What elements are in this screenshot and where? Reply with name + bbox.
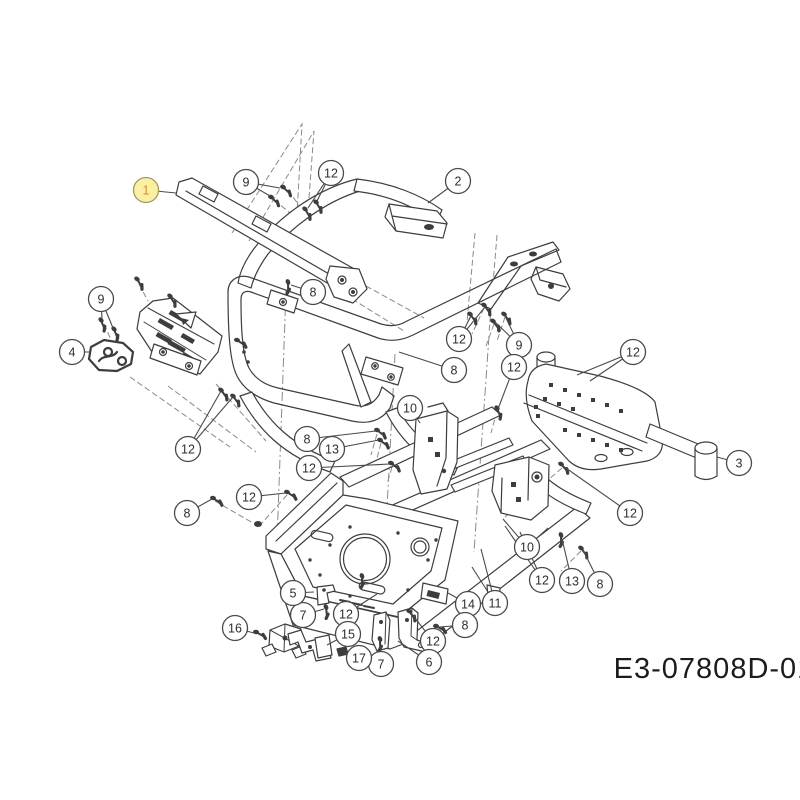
callout-9[interactable]: 9 — [232, 168, 260, 196]
callout-12[interactable]: 12 — [616, 499, 644, 527]
callout-number: 12 — [302, 462, 316, 476]
callout-12[interactable]: 12 — [500, 353, 528, 381]
callout-number: 4 — [69, 346, 76, 360]
callout-14[interactable]: 14 — [454, 590, 482, 618]
callout-number: 13 — [325, 443, 339, 457]
part-mount-plate — [136, 297, 223, 376]
callout-12[interactable]: 12 — [235, 483, 263, 511]
part-roller-3 — [694, 441, 718, 481]
part-bracket-front-10 — [412, 402, 459, 495]
leader-line — [308, 463, 391, 469]
part-seat-foot-2 — [384, 203, 448, 239]
callout-8[interactable]: 8 — [440, 356, 468, 384]
callout-number: 8 — [304, 433, 311, 447]
part-bracket-5 — [316, 584, 336, 606]
callout-13[interactable]: 13 — [558, 567, 586, 595]
callout-16[interactable]: 16 — [221, 614, 249, 642]
callout-12[interactable]: 12 — [174, 435, 202, 463]
part-angle-bracket — [371, 611, 391, 652]
callout-number: 3 — [736, 457, 743, 471]
callout-6[interactable]: 6 — [415, 648, 443, 676]
callout-number: 15 — [341, 628, 355, 642]
callout-1-highlighted[interactable]: 1 — [132, 176, 160, 204]
callout-number: 12 — [507, 361, 521, 375]
callout-number: 12 — [242, 491, 256, 505]
callout-3[interactable]: 3 — [725, 449, 753, 477]
callout-number: 9 — [98, 293, 105, 307]
callout-number: 11 — [489, 597, 502, 611]
callout-number: 12 — [535, 574, 549, 588]
callout-11[interactable]: 11 — [481, 589, 509, 617]
callout-4[interactable]: 4 — [58, 338, 86, 366]
callout-12[interactable]: 12 — [619, 338, 647, 366]
callout-number: 7 — [378, 658, 385, 672]
callout-2[interactable]: 2 — [444, 167, 472, 195]
callout-number: 5 — [290, 587, 297, 601]
callout-8[interactable]: 8 — [173, 499, 201, 527]
part-rear-plate — [523, 351, 704, 471]
callout-12[interactable]: 12 — [528, 566, 556, 594]
callout-number: 14 — [461, 598, 475, 612]
callout-8[interactable]: 8 — [293, 425, 321, 453]
callout-9[interactable]: 9 — [505, 331, 533, 359]
callout-number: 1 — [143, 184, 150, 198]
callout-number: 12 — [623, 507, 637, 521]
callout-number: 8 — [184, 507, 191, 521]
part-hinge-plate-4 — [87, 338, 135, 373]
callout-number: 16 — [228, 622, 242, 636]
callout-12[interactable]: 12 — [295, 454, 323, 482]
callout-8[interactable]: 8 — [299, 278, 327, 306]
callout-number: 8 — [451, 364, 458, 378]
callout-8[interactable]: 8 — [451, 611, 479, 639]
callout-7[interactable]: 7 — [367, 650, 395, 678]
part-seat-side-plate — [477, 241, 571, 310]
callout-number: 10 — [403, 402, 417, 416]
leader-line — [562, 465, 631, 514]
callout-number: 6 — [426, 656, 433, 670]
part-bracket-16 — [261, 623, 307, 659]
callout-9[interactable]: 9 — [87, 285, 115, 313]
callout-17[interactable]: 17 — [345, 644, 373, 672]
callout-number: 8 — [597, 578, 604, 592]
callout-number: 12 — [626, 346, 640, 360]
callout-5[interactable]: 5 — [279, 579, 307, 607]
callout-number: 12 — [452, 333, 466, 347]
callout-bubbles: 1 9 12 2 8 9 4 12 9 8 12 10 12 3 12 8 13 12 12 8 12 10 12 13 8 14… — [58, 159, 753, 678]
callout-number: 17 — [352, 652, 366, 666]
callout-12[interactable]: 12 — [332, 600, 360, 628]
callout-number: 9 — [243, 176, 250, 190]
callout-12[interactable]: 12 — [317, 159, 345, 187]
bolt-icons — [93, 182, 593, 653]
callout-number: 12 — [181, 443, 195, 457]
callout-number: 12 — [324, 167, 338, 181]
callout-number: 12 — [426, 635, 440, 649]
callout-10[interactable]: 10 — [513, 533, 541, 561]
callout-number: 10 — [520, 541, 534, 555]
callout-number: 12 — [339, 608, 353, 622]
part-frame-hoop — [227, 248, 562, 423]
part-strip-15 — [287, 629, 333, 662]
callout-12[interactable]: 12 — [445, 325, 473, 353]
part-code-label: E3-07808D-01 — [614, 653, 800, 685]
callout-number: 8 — [310, 286, 317, 300]
callout-15[interactable]: 15 — [334, 620, 362, 648]
callout-13[interactable]: 13 — [318, 435, 346, 463]
callout-number: 7 — [300, 609, 307, 623]
callout-8[interactable]: 8 — [586, 570, 614, 598]
callout-number: 9 — [516, 339, 523, 353]
callout-number: 2 — [455, 175, 462, 189]
callout-number: 13 — [565, 575, 579, 589]
part-bracket-rear-10 — [491, 456, 550, 521]
part-seat-bar-1 — [175, 177, 368, 304]
callout-10[interactable]: 10 — [396, 394, 424, 422]
callout-7[interactable]: 7 — [289, 601, 317, 629]
callout-number: 8 — [462, 619, 469, 633]
